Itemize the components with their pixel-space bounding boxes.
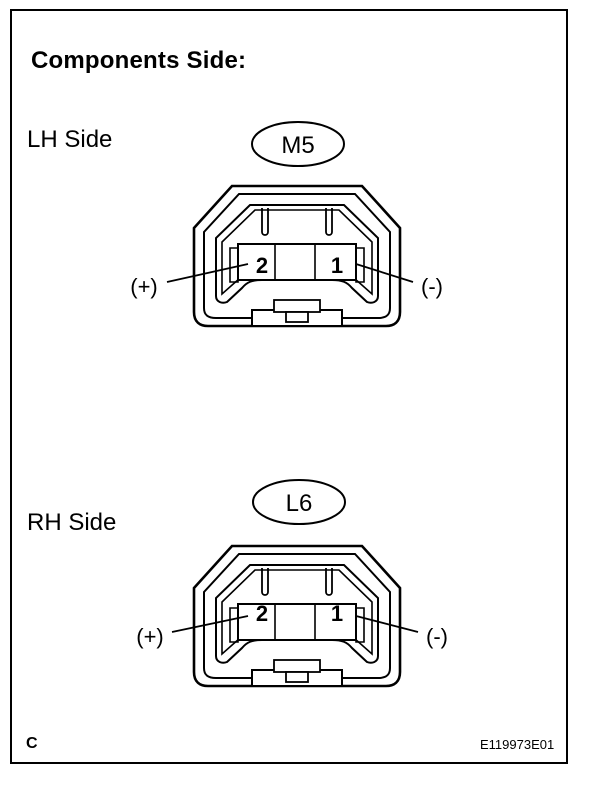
rh-minus-leader <box>355 615 419 633</box>
lh-connector-id: M5 <box>281 132 314 159</box>
figure-id: E119973E01 <box>480 737 555 752</box>
rh-minus-label: (-) <box>426 624 448 649</box>
lh-connector: M5 2 1 (+) (-) <box>130 121 443 328</box>
lh-minus-label: (-) <box>421 274 443 299</box>
lh-pin-1: 1 <box>331 253 343 278</box>
lh-pin-2: 2 <box>256 253 268 278</box>
rh-connector-id-oval <box>252 479 346 525</box>
lh-side-label: LH Side <box>27 126 113 153</box>
section-code: C <box>26 735 38 752</box>
lh-minus-leader <box>355 263 414 283</box>
rh-pin-2: 2 <box>256 601 268 626</box>
rh-side-label: RH Side <box>27 509 117 536</box>
rh-connector-id: L6 <box>286 490 313 517</box>
rh-plus-leader <box>171 615 249 633</box>
lh-plus-label: (+) <box>130 274 158 299</box>
page-title: Components Side: <box>31 47 247 74</box>
lh-connector-id-oval <box>251 121 345 167</box>
rh-connector-housing <box>192 544 402 688</box>
lh-connector-housing <box>192 184 402 328</box>
lh-plus-leader <box>166 263 249 283</box>
rh-pin-1: 1 <box>331 601 343 626</box>
rh-plus-label: (+) <box>136 624 164 649</box>
rh-connector: L6 2 1 (+) (-) <box>136 479 448 688</box>
